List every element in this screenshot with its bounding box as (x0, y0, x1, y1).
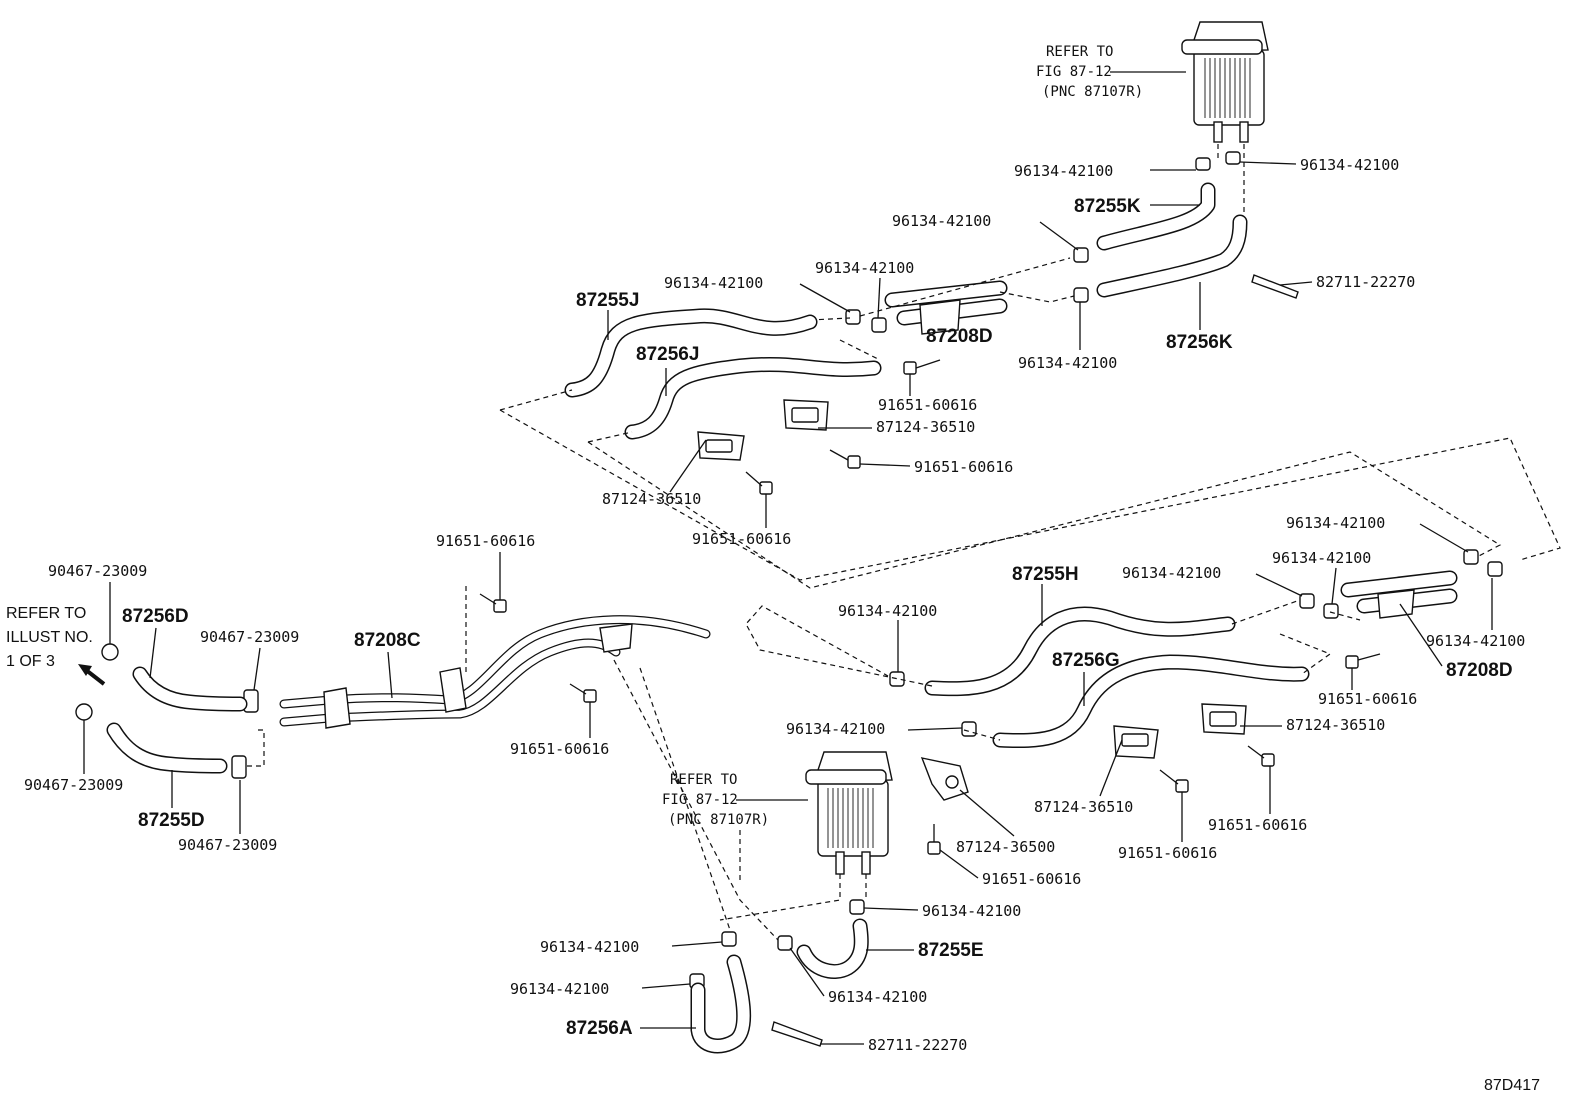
label-87256K: 87256K (1166, 332, 1233, 353)
label-band-bottom: 82711-22270 (868, 1036, 967, 1054)
bolt-icon (903, 359, 941, 375)
hose-87256A (690, 954, 752, 1054)
svg-text:FIG 87-12: FIG 87-12 (662, 792, 738, 808)
label-clamp-right-1: 96134-42100 (1286, 514, 1385, 532)
figure-code: 87D417 (1484, 1077, 1540, 1094)
label-87256A: 87256A (566, 1018, 633, 1039)
label-bolt-top-1: 91651-60616 (878, 396, 977, 414)
clamp-icon (889, 671, 977, 737)
label-clamp-bottom-4: 96134-42100 (510, 980, 609, 998)
label-bracket-right-1: 87124-36510 (1286, 716, 1385, 734)
bracket-icon (920, 757, 969, 801)
bolt-icon (1345, 653, 1381, 669)
bolt-icon (745, 471, 773, 495)
label-87256G: 87256G (1052, 650, 1120, 671)
arrow-icon (78, 664, 106, 686)
clamp-icon (1195, 151, 1241, 171)
label-bracket-mid: 87124-36500 (956, 838, 1055, 856)
label-band-top: 82711-22270 (1316, 273, 1415, 291)
label-clamp-top-4: 96134-42100 (815, 259, 914, 277)
hose-87255D (106, 722, 228, 774)
label-clamp-top-6: 96134-42100 (1018, 354, 1117, 372)
label-clip-left-4: 90467-23009 (178, 836, 277, 854)
svg-text:REFER TO: REFER TO (670, 772, 737, 788)
label-bolt-left-top: 91651-60616 (436, 532, 535, 550)
band-icon (1251, 274, 1299, 299)
pipe-87208D-top (884, 280, 1008, 335)
hose-87255E (796, 918, 869, 979)
pipe-87208D-right (1340, 570, 1458, 619)
label-87255J: 87255J (576, 290, 639, 311)
label-bracket-right-2: 87124-36510 (1034, 798, 1133, 816)
label-87208C: 87208C (354, 630, 421, 651)
label-clamp-top-2: 96134-42100 (1300, 156, 1399, 174)
label-87255D: 87255D (138, 810, 205, 831)
hose-87256K (1096, 214, 1248, 298)
clip-icon (75, 643, 259, 779)
label-87255E: 87255E (918, 940, 984, 961)
bolt-icon (1159, 745, 1275, 793)
label-bolt-right-1: 91651-60616 (1318, 690, 1417, 708)
hose-87256D (132, 666, 248, 712)
label-clamp-bottom-2: 96134-42100 (540, 938, 639, 956)
label-87208D-top: 87208D (926, 326, 993, 347)
svg-text:REFER TO: REFER TO (6, 605, 86, 622)
label-clamp-right-3: 96134-42100 (1122, 564, 1221, 582)
clamp-icon (845, 247, 1089, 333)
label-clamp-mid: 96134-42100 (838, 602, 937, 620)
label-clip-left-3: 90467-23009 (200, 628, 299, 646)
refer-note-left: REFER TO ILLUST NO. 1 OF 3 (6, 605, 93, 670)
hose-87255H (924, 606, 1236, 697)
label-clamp-bottom-3: 96134-42100 (828, 988, 927, 1006)
hose-87256J (624, 356, 882, 440)
band-icon (771, 1021, 823, 1047)
bracket-icon (697, 399, 829, 461)
label-clamp-top-5: 96134-42100 (664, 274, 763, 292)
hose-87255J (564, 308, 818, 398)
label-clamp-mid-2: 96134-42100 (786, 720, 885, 738)
label-bracket-top-2: 87124-36510 (602, 490, 701, 508)
label-clip-left-1: 90467-23009 (48, 562, 147, 580)
label-87256D: 87256D (122, 606, 189, 627)
refer-note-top: REFER TO FIG 87-12 (PNC 87107R) (1036, 44, 1186, 100)
label-bolt-right-2: 91651-60616 (1118, 844, 1217, 862)
svg-text:(PNC 87107R): (PNC 87107R) (668, 812, 769, 828)
label-bracket-top-1: 87124-36510 (876, 418, 975, 436)
label-clamp-top-1: 96134-42100 (1014, 162, 1113, 180)
bracket-icon (1113, 703, 1247, 759)
heater-core-top (1181, 21, 1269, 143)
svg-text:FIG 87-12: FIG 87-12 (1036, 64, 1112, 80)
label-bolt-left-bottom: 91651-60616 (510, 740, 609, 758)
label-87255K: 87255K (1074, 196, 1141, 217)
label-clamp-right-4: 96134-42100 (1426, 632, 1525, 650)
label-clamp-right-2: 96134-42100 (1272, 549, 1371, 567)
label-87208D-right: 87208D (1446, 660, 1513, 681)
svg-text:(PNC 87107R): (PNC 87107R) (1042, 84, 1143, 100)
pipe-87208C (279, 615, 711, 729)
bolt-icon (829, 449, 861, 469)
svg-text:ILLUST NO.: ILLUST NO. (6, 629, 93, 646)
label-clamp-bottom-1: 96134-42100 (922, 902, 1021, 920)
svg-text:REFER TO: REFER TO (1046, 44, 1113, 60)
heater-core-bottom (805, 751, 893, 875)
svg-text:1 OF 3: 1 OF 3 (6, 653, 55, 670)
hose-87255K (1096, 182, 1216, 251)
label-clamp-top-3: 96134-42100 (892, 212, 991, 230)
label-87256J: 87256J (636, 344, 699, 365)
refer-note-bottom: REFER TO FIG 87-12 (PNC 87107R) (662, 772, 808, 828)
label-bolt-mid: 91651-60616 (982, 870, 1081, 888)
label-clip-left-2: 90467-23009 (24, 776, 123, 794)
label-bolt-right-3: 91651-60616 (1208, 816, 1307, 834)
label-bolt-top-2: 91651-60616 (914, 458, 1013, 476)
label-bolt-top-3: 91651-60616 (692, 530, 791, 548)
hose-87256G (992, 654, 1310, 749)
label-87255H: 87255H (1012, 564, 1079, 585)
bolt-icon (927, 824, 941, 855)
clamp-icon (1299, 549, 1503, 619)
